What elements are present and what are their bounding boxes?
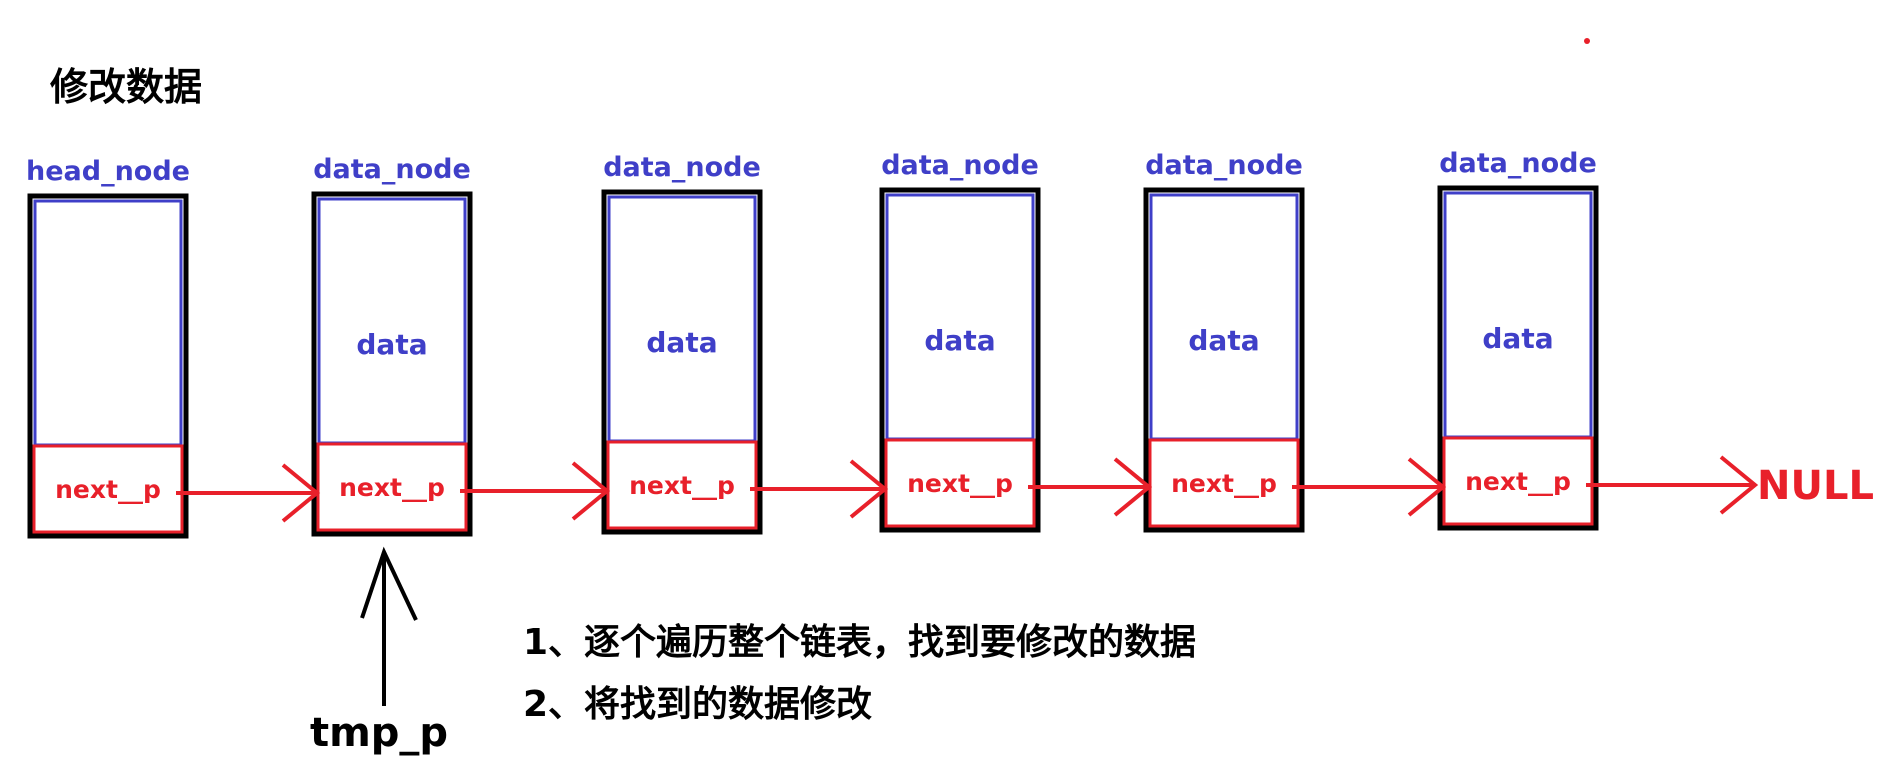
diagram-title: 修改数据 <box>50 65 203 109</box>
node-2-next-field <box>606 440 758 530</box>
node-1-next-field <box>316 442 468 532</box>
arrow-1-to-2-head <box>571 461 611 521</box>
node-5-label: data_node <box>1439 148 1597 179</box>
node-0-next-field <box>32 444 184 534</box>
node-2-next-text: next__p <box>629 471 735 500</box>
arrow-2-to-3-head <box>849 459 889 519</box>
node-5-next-text: next__p <box>1465 467 1571 496</box>
arrow-3-to-4-head <box>1113 457 1153 517</box>
tmp-pointer-head <box>360 546 418 621</box>
node-0-next-text: next__p <box>55 475 161 504</box>
node-1-label: data_node <box>313 154 471 185</box>
node-4-next-field <box>1148 438 1300 528</box>
node-1-next-text: next__p <box>339 473 445 502</box>
arrow-to-null-head <box>1719 455 1759 515</box>
node-3-next-text: next__p <box>907 469 1013 498</box>
tmp-pointer-label: tmp_p <box>310 710 449 756</box>
node-3-data-text: data <box>924 324 995 357</box>
node-4-data-text: data <box>1188 324 1259 357</box>
node-2-label: data_node <box>603 152 761 183</box>
red-dot-mark <box>1584 38 1590 44</box>
node-0-label: head_node <box>26 156 190 187</box>
null-label: NULL <box>1757 463 1874 509</box>
node-4-next-text: next__p <box>1171 469 1277 498</box>
node-5-next-field <box>1442 436 1594 526</box>
arrow-0-to-1-head <box>281 463 321 523</box>
node-2-data-text: data <box>646 326 717 359</box>
node-5-data-text: data <box>1482 322 1553 355</box>
node-3-next-field <box>884 438 1036 528</box>
node-1-data-text: data <box>356 328 427 361</box>
steps-list: 1、逐个遍历整个链表，找到要修改的数据 2、将找到的数据修改 <box>523 612 1196 736</box>
arrow-4-to-5-head <box>1407 457 1447 517</box>
step-2-text: 2、将找到的数据修改 <box>523 684 873 725</box>
node-4-label: data_node <box>1145 150 1303 181</box>
step-1-text: 1、逐个遍历整个链表，找到要修改的数据 <box>523 622 1197 663</box>
node-3-label: data_node <box>881 150 1039 181</box>
